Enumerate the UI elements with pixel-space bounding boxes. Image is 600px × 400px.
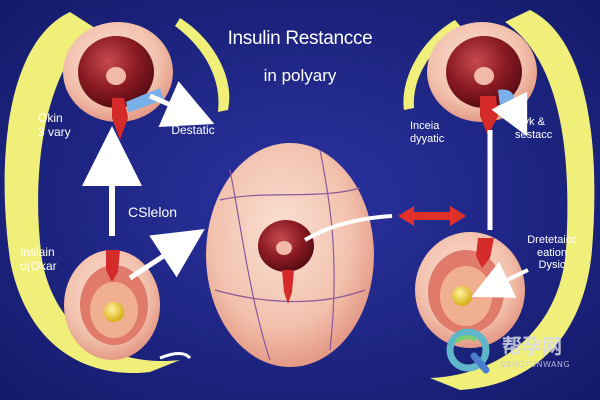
page-subtitle: in polyary [263,66,337,85]
follicle-right-bottom [415,232,525,348]
frame-arc-left [4,12,180,374]
label-left-top: Okin 3 vary [38,111,71,139]
label-right-top-a: Inceia dyyatic [410,120,445,145]
arrow-to-right-follicle [471,261,529,298]
watermark-logo-icon [446,328,490,374]
line-center-connector [303,214,393,242]
label-left-mid: Destatic [171,123,215,137]
ribbon-left [159,352,192,360]
arrow-to-center [128,229,205,281]
watermark-text: 帮孕网 [502,334,562,358]
arrow-to-destatic [149,81,215,127]
label-right-mid: Dretetaicc eation Dysic [527,234,577,272]
page-title: Insulin Restancce [227,28,373,49]
label-left-bottom: Inslain o(Okar [20,245,57,273]
double-arrow-red [398,206,466,226]
follicle-left-bottom [64,250,160,360]
label-center: CSlelon [128,204,178,220]
label-right-top-b: Oyk & sestacc [515,116,553,141]
follicle-left-top [63,22,173,140]
watermark: 帮孕网 BANGYUNWANG [440,326,590,374]
central-ovary [206,143,374,367]
arrow-right-top [491,91,528,137]
frame-arc-left-top [175,18,230,112]
watermark-subtext: BANGYUNWANG [500,360,571,369]
